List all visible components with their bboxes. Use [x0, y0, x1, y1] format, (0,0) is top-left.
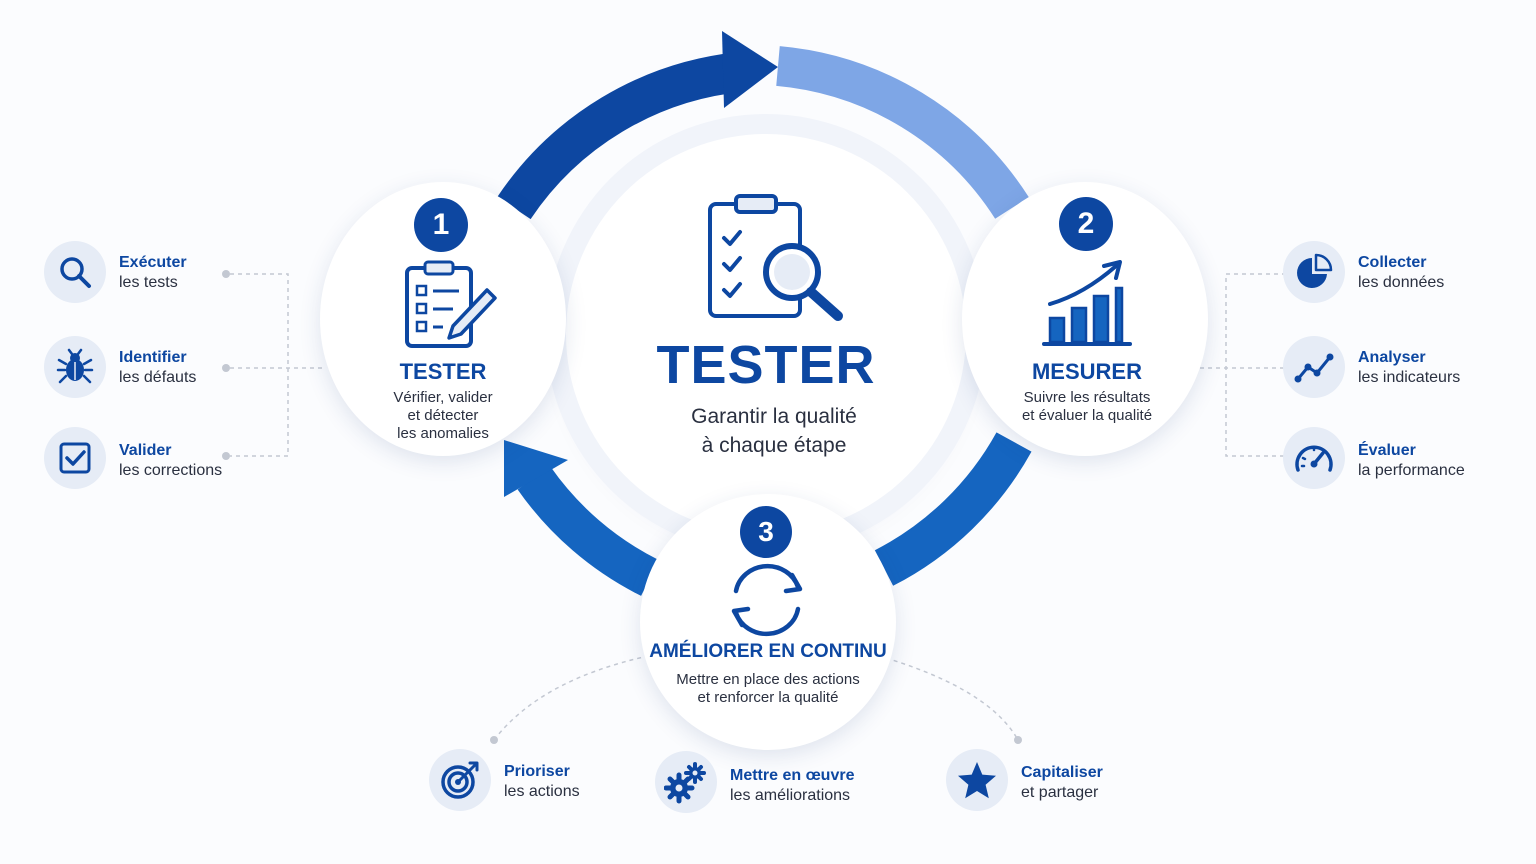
- right-item-collect: Collecter les données: [1358, 253, 1444, 293]
- step-2-description-line: et évaluer la qualité: [1021, 407, 1153, 424]
- bottom-item-title: Prioriser: [504, 763, 570, 780]
- cycle-arc-top-left: [497, 52, 743, 220]
- right-item-subtitle: les données: [1358, 274, 1445, 291]
- cycle-arc-bottom-left: [517, 466, 660, 596]
- right-item-evaluate: Évaluer la performance: [1358, 441, 1465, 481]
- bottom-item-title: Mettre en œuvre: [730, 767, 855, 784]
- left-item-subtitle: les tests: [119, 274, 178, 291]
- center-subtitle-line: Garantir la qualité: [691, 405, 857, 428]
- bottom-connector-dots: [490, 736, 1022, 744]
- bottom-item-subtitle: les améliorations: [730, 787, 851, 804]
- right-item-subtitle: la performance: [1358, 462, 1465, 479]
- bottom-item-prioritize: Prioriser les actions: [504, 762, 580, 802]
- bottom-item-subtitle: les actions: [504, 783, 580, 800]
- step-2-title: MESURER: [1031, 359, 1142, 384]
- left-item-validate: Valider les corrections: [119, 441, 222, 481]
- clipboard-magnifier-icon: [700, 190, 850, 325]
- right-item-analyze: Analyser les indicateurs: [1358, 348, 1460, 388]
- right-item-subtitle: les indicateurs: [1358, 369, 1461, 386]
- gauge-icon: [1283, 427, 1345, 489]
- center-subtitle-line: à chaque étape: [701, 434, 847, 457]
- cycle-arrowhead-top: [722, 31, 778, 108]
- bottom-item-implement: Mettre en œuvre les améliorations: [730, 766, 854, 806]
- checklist-pencil-icon: [403, 258, 499, 350]
- bottom-item-subtitle: et partager: [1021, 784, 1099, 801]
- cycle-arrowhead-left: [504, 440, 568, 497]
- step-3-description-line: Mettre en place des actions: [676, 671, 860, 688]
- left-item-identify: Identifier les défauts: [119, 348, 196, 388]
- magnifier-icon: [44, 241, 106, 303]
- left-item-execute: Exécuter les tests: [119, 253, 187, 293]
- refresh-cycle-icon: [722, 563, 812, 637]
- cycle-arc-bottom-right: [874, 432, 1032, 586]
- bottom-item-title: Capitaliser: [1021, 764, 1103, 781]
- left-item-title: Identifier: [119, 349, 187, 366]
- star-icon: [946, 749, 1008, 811]
- step-1-description: Vérifier, valider et détecter les anomal…: [342, 389, 544, 443]
- cycle-arc-top-right: [776, 46, 1029, 219]
- checkbox-icon: [44, 427, 106, 489]
- right-item-title: Évaluer: [1358, 442, 1416, 459]
- line-graph-icon: [1283, 336, 1345, 398]
- right-item-title: Analyser: [1358, 349, 1426, 366]
- step-1-number-badge: 1: [414, 198, 468, 252]
- center-title: TESTER: [656, 335, 876, 395]
- step-2-description: Suivre les résultats et évaluer la quali…: [982, 389, 1192, 425]
- left-connectors: [230, 273, 322, 457]
- right-item-title: Collecter: [1358, 254, 1427, 271]
- step-1-title: TESTER: [399, 359, 487, 384]
- step-3-title: AMÉLIORER EN CONTINU: [649, 641, 887, 662]
- right-connectors: [1200, 273, 1286, 457]
- bar-chart-growth-icon: [1040, 260, 1132, 348]
- left-item-subtitle: les corrections: [119, 462, 223, 479]
- step-3-description: Mettre en place des actions et renforcer…: [640, 671, 896, 707]
- gears-icon: [655, 751, 717, 813]
- step-3-description-line: et renforcer la qualité: [697, 689, 839, 706]
- center-subtitle: Garantir la qualité à chaque étape: [566, 402, 982, 460]
- bug-icon: [44, 336, 106, 398]
- target-arrow-icon: [429, 749, 491, 811]
- step-1-description-line: les anomalies: [397, 425, 489, 442]
- step-3-number-badge: 3: [740, 506, 792, 558]
- left-item-subtitle: les défauts: [119, 369, 197, 386]
- pie-chart-icon: [1283, 241, 1345, 303]
- step-1-description-line: Vérifier, valider: [393, 389, 493, 406]
- bottom-connectors: [493, 655, 1019, 741]
- left-connector-dots: [222, 270, 230, 460]
- left-item-title: Exécuter: [119, 254, 187, 271]
- bottom-item-capitalize: Capitaliser et partager: [1021, 763, 1103, 803]
- step-2-number-badge: 2: [1059, 197, 1113, 251]
- left-item-title: Valider: [119, 442, 172, 459]
- step-1-description-line: et détecter: [407, 407, 479, 424]
- step-2-description-line: Suivre les résultats: [1023, 389, 1151, 406]
